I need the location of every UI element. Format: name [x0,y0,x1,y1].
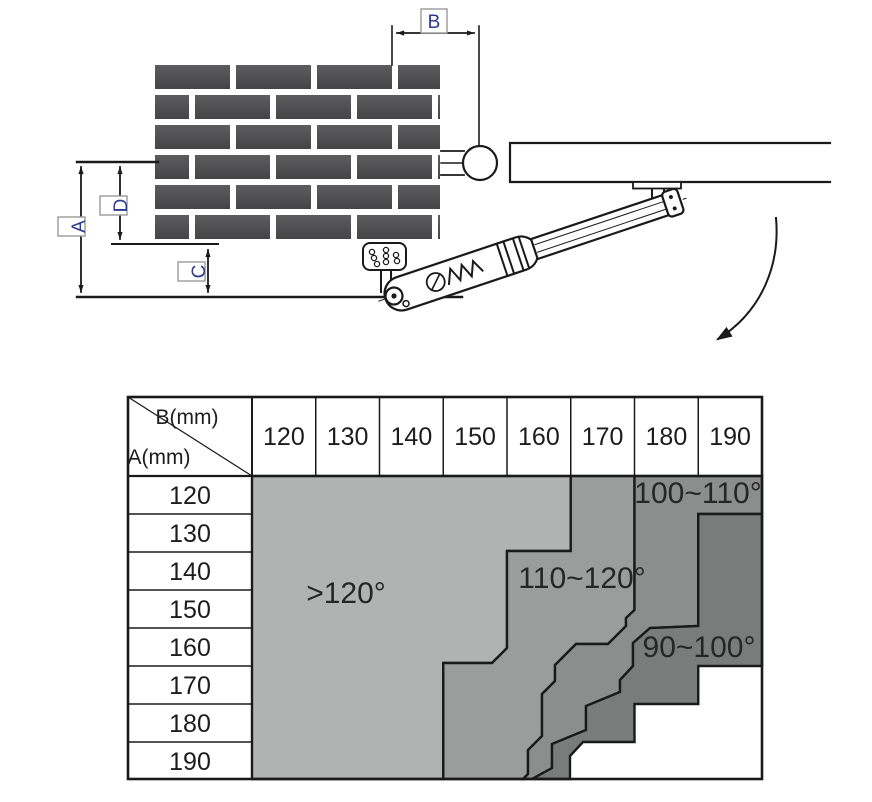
col-header: 120 [263,423,305,451]
rod-end-cap [661,187,685,218]
row-headers: 120 130 140 150 160 170 180 190 [169,482,211,776]
col-header: 140 [391,423,433,451]
angle-table: >120° 110~120° 100~110° 90~100° [126,395,764,781]
dim-label-d-text: D [111,199,132,213]
release-nut-icon [425,272,446,292]
dim-label-b: B [420,8,448,34]
row-header: 140 [169,558,211,586]
col-header: 150 [454,423,496,451]
row-header: 160 [169,634,211,662]
region-label-90-100: 90~100° [643,631,756,664]
region-label-gt120: >120° [306,577,386,610]
actuator-rod [529,192,674,261]
corner-label-b: B(mm) [156,406,219,429]
installation-side-view: B A D C [57,8,832,341]
dim-label-d: D [99,195,132,216]
row-header-dividers [128,513,252,743]
column-header-dividers [315,397,699,476]
dim-label-c-text: C [189,265,210,279]
dim-label-a-text: A [69,220,90,233]
dim-label-a: A [57,216,90,237]
col-header: 180 [646,423,688,451]
region-label-110-120: 110~120° [518,562,645,595]
col-header: 190 [709,423,751,451]
spring-icon [447,258,484,285]
hinge-circle [461,144,499,182]
row-header: 150 [169,596,211,624]
column-headers: 120 130 140 150 160 170 180 190 [263,423,751,451]
corner-diagonal [127,396,253,477]
row-header: 120 [169,482,211,510]
row-header: 130 [169,520,211,548]
col-header: 160 [518,423,560,451]
gate-leaf [508,141,832,184]
swing-direction-arrow [716,216,778,341]
dim-label-c: C [177,261,210,282]
corner-label-a: A(mm) [128,446,191,469]
row-header: 180 [169,710,211,738]
region-90-100 [531,512,764,781]
col-header: 130 [327,423,369,451]
row-header: 190 [169,748,211,776]
region-label-100-110: 100~110° [634,477,761,510]
actuator-arm [378,187,687,312]
table-outer-border [126,395,764,781]
gate-hinge [440,144,499,182]
brick-wall [155,65,440,245]
dim-label-b-text: B [428,12,441,33]
row-header: 170 [169,672,211,700]
col-header: 170 [582,423,624,451]
